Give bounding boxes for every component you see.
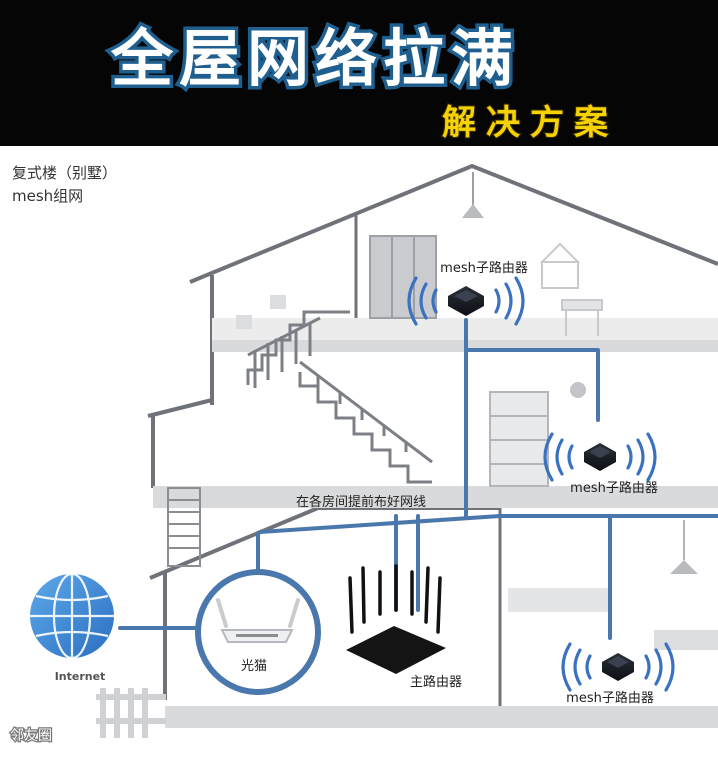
- main-router-icon: [348, 564, 442, 634]
- mesh-node-mid-label: mesh子路由器: [570, 480, 658, 496]
- internet-node: Internet: [30, 572, 114, 683]
- mesh-node-bottom: mesh子路由器: [561, 642, 675, 706]
- modem-icon: [216, 598, 300, 643]
- main-router-body: [346, 626, 446, 674]
- upper-staircase: [246, 310, 350, 388]
- cable-trunk-main: [256, 514, 718, 582]
- ladder: [167, 487, 201, 567]
- main-router-label: 主路由器: [410, 674, 462, 690]
- page-subtitle: 解决方案: [442, 103, 618, 143]
- middle-floor-slab: [153, 486, 718, 508]
- bookshelf: [489, 391, 549, 487]
- main-roof: [189, 164, 718, 284]
- mesh-node-mid: mesh子路由器: [543, 432, 658, 496]
- wifi-signal-icon: [407, 276, 525, 326]
- optical-modem-node: 光猫: [195, 569, 321, 695]
- ceiling-lamp-top: [462, 172, 484, 218]
- annex-roof: [147, 398, 213, 418]
- lower-staircase: [298, 360, 433, 484]
- internet-label: Internet: [55, 670, 106, 683]
- mesh-router-icon: [602, 653, 634, 681]
- wifi-signal-icon: [561, 642, 675, 692]
- watermark: 邻友圈: [10, 728, 52, 744]
- modem-label: 光猫: [241, 659, 267, 674]
- house-type-label: 复式楼（别墅）: [12, 164, 117, 182]
- mesh-router-icon: [448, 286, 484, 316]
- top-room-furniture: [539, 242, 603, 336]
- cable-mid-node: [464, 348, 600, 422]
- mesh-node-top-label: mesh子路由器: [440, 260, 528, 276]
- page-title: 全屋网络拉满: [110, 22, 519, 95]
- mesh-node-bottom-label: mesh子路由器: [566, 690, 654, 706]
- mesh-router-icon: [584, 443, 616, 471]
- wall-windows: [236, 295, 286, 329]
- ground-floor-slab: [165, 706, 718, 728]
- header-background: [0, 0, 718, 146]
- wifi-signal-icon: [543, 432, 657, 482]
- wall-clock: [570, 382, 586, 398]
- ground-room-furniture: [508, 520, 718, 650]
- network-type-label: mesh组网: [12, 187, 83, 205]
- wardrobe: [369, 235, 437, 319]
- mesh-node-top: mesh子路由器: [407, 260, 528, 326]
- globe-icon: [30, 572, 114, 660]
- main-router-node: 主路由器: [346, 564, 462, 690]
- garden-fence: [96, 688, 166, 738]
- network-cables: [118, 318, 718, 640]
- wiring-note-label: 在各房间提前布好网线: [296, 494, 426, 510]
- header-banner: 全屋网络拉满 解决方案: [0, 0, 718, 146]
